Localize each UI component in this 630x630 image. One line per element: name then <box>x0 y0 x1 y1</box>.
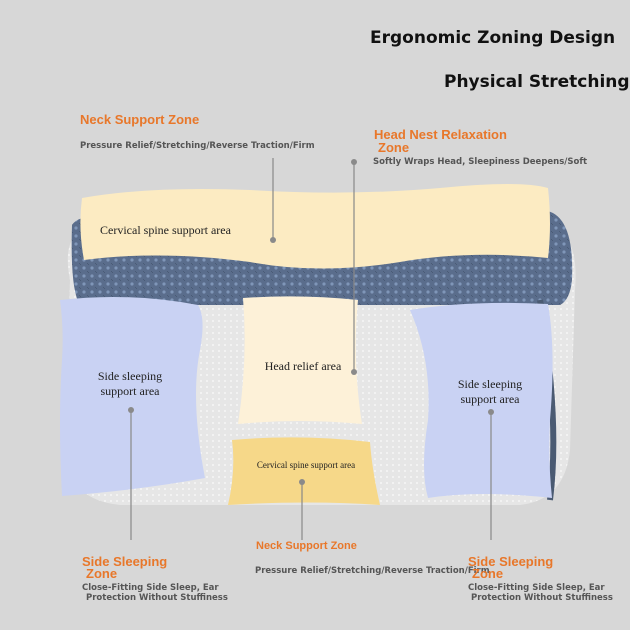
zone-desc-head-nest: Softly Wraps Head, Sleepiness Deepens/So… <box>373 157 588 167</box>
zone-desc-side-right-1: Close-Fitting Side Sleep, Ear <box>468 583 605 593</box>
zone-desc-side-left-1: Close-Fitting Side Sleep, Ear <box>82 583 219 593</box>
zone-desc-side-right-2: Protection Without Stuffiness <box>471 593 613 603</box>
area-side-left-line2: support area <box>100 384 160 398</box>
side-left-shape <box>60 296 205 496</box>
zone-label-neck-bottom: Neck Support Zone <box>256 540 357 552</box>
area-side-left: Side sleeping support area <box>70 369 190 399</box>
title-main: Ergonomic Zoning Design <box>370 28 616 48</box>
head-relief-shape <box>238 296 362 424</box>
area-cervical-bottom: Cervical spine support area <box>256 460 356 470</box>
zone-desc-neck-top: Pressure Relief/Stretching/Reverse Tract… <box>80 141 315 151</box>
area-cervical-top: Cervical spine support area <box>100 223 231 237</box>
cervical-top-shape <box>80 184 551 269</box>
area-side-right-line1: Side sleeping <box>457 377 523 391</box>
area-side-right-line2: support area <box>460 392 520 406</box>
area-side-right: Side sleeping support area <box>430 377 550 407</box>
zone-desc-side-left-2: Protection Without Stuffiness <box>86 593 228 603</box>
area-side-left-line1: Side sleeping <box>97 369 163 383</box>
zone-label-side-left-2: Zone <box>86 566 118 581</box>
area-head-relief: Head relief area <box>264 359 342 373</box>
zone-label-side-left: Side Sleeping <box>82 554 168 569</box>
cervical-bottom-shape <box>228 437 380 505</box>
zone-label-head-nest-2: Zone <box>378 140 410 155</box>
zone-desc-neck-bottom: Pressure Relief/Stretching/Reverse Tract… <box>255 566 490 576</box>
zone-label-side-right-2: Zone <box>472 566 504 581</box>
side-right-shape <box>410 302 553 498</box>
title-sub: Physical Stretching <box>444 72 630 92</box>
zone-label-head-nest: Head Nest Relaxation <box>374 127 507 142</box>
zone-label-side-right: Side Sleeping <box>468 554 554 569</box>
zone-label-neck-top: Neck Support Zone <box>80 112 200 127</box>
